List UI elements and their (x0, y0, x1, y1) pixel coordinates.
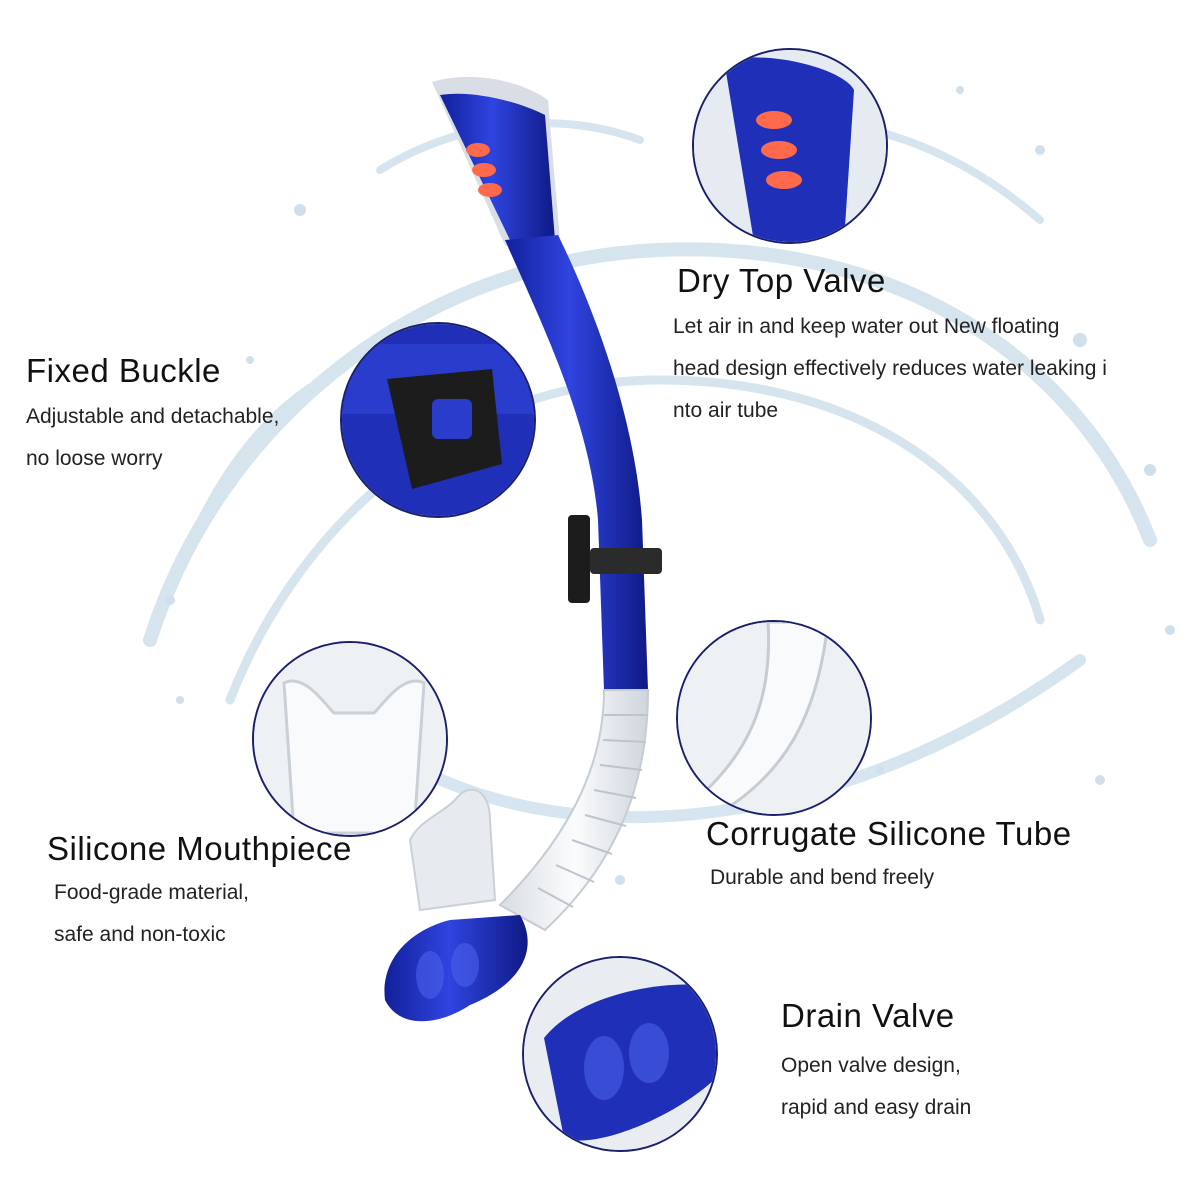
feature-desc-line: Food-grade material, (54, 881, 249, 904)
feature-desc-line: Durable and bend freely (710, 866, 935, 889)
water-splash (143, 114, 1157, 824)
drain-valve-part (384, 915, 528, 1022)
feature-title: Drain Valve (781, 997, 955, 1034)
drain-valve-label: Drain Valve Open valve design, rapid and… (781, 997, 971, 1129)
dry-top-valve-label: Dry Top Valve Let air in and keep water … (673, 262, 1107, 432)
feature-title: Fixed Buckle (26, 352, 221, 389)
drain-valve-closeup (522, 956, 718, 1152)
dry-top-valve-part (432, 76, 560, 250)
silicone-mouthpiece-label: Silicone Mouthpiece Food-grade material,… (47, 830, 352, 956)
blue-tube (505, 235, 648, 690)
dry-top-valve-closeup (692, 48, 888, 244)
corrugate-tube-label: Corrugate Silicone Tube Durable and bend… (706, 815, 1072, 899)
fixed-buckle-closeup (340, 322, 536, 518)
corrugated-tube-closeup (676, 620, 872, 816)
feature-desc-line: Let air in and keep water out New floati… (673, 315, 1060, 338)
feature-desc-line: nto air tube (673, 399, 779, 422)
silicone-mouthpiece-closeup (252, 641, 448, 837)
feature-title: Silicone Mouthpiece (47, 830, 352, 867)
feature-desc-line: Open valve design, (781, 1054, 961, 1077)
feature-desc-line: no loose worry (26, 447, 163, 470)
feature-title: Corrugate Silicone Tube (706, 815, 1072, 852)
tube-buckle (568, 515, 662, 603)
feature-desc-line: head design effectively reduces water le… (673, 357, 1107, 380)
feature-title: Dry Top Valve (677, 262, 886, 299)
fixed-buckle-label: Fixed Buckle Adjustable and detachable, … (26, 352, 279, 480)
feature-desc-line: safe and non-toxic (54, 923, 226, 946)
water-droplets (165, 86, 1175, 885)
mouthpiece-part (408, 788, 497, 912)
feature-desc-line: rapid and easy drain (781, 1096, 972, 1119)
corrugated-tube (498, 689, 650, 932)
feature-desc-line: Adjustable and detachable, (26, 405, 280, 428)
